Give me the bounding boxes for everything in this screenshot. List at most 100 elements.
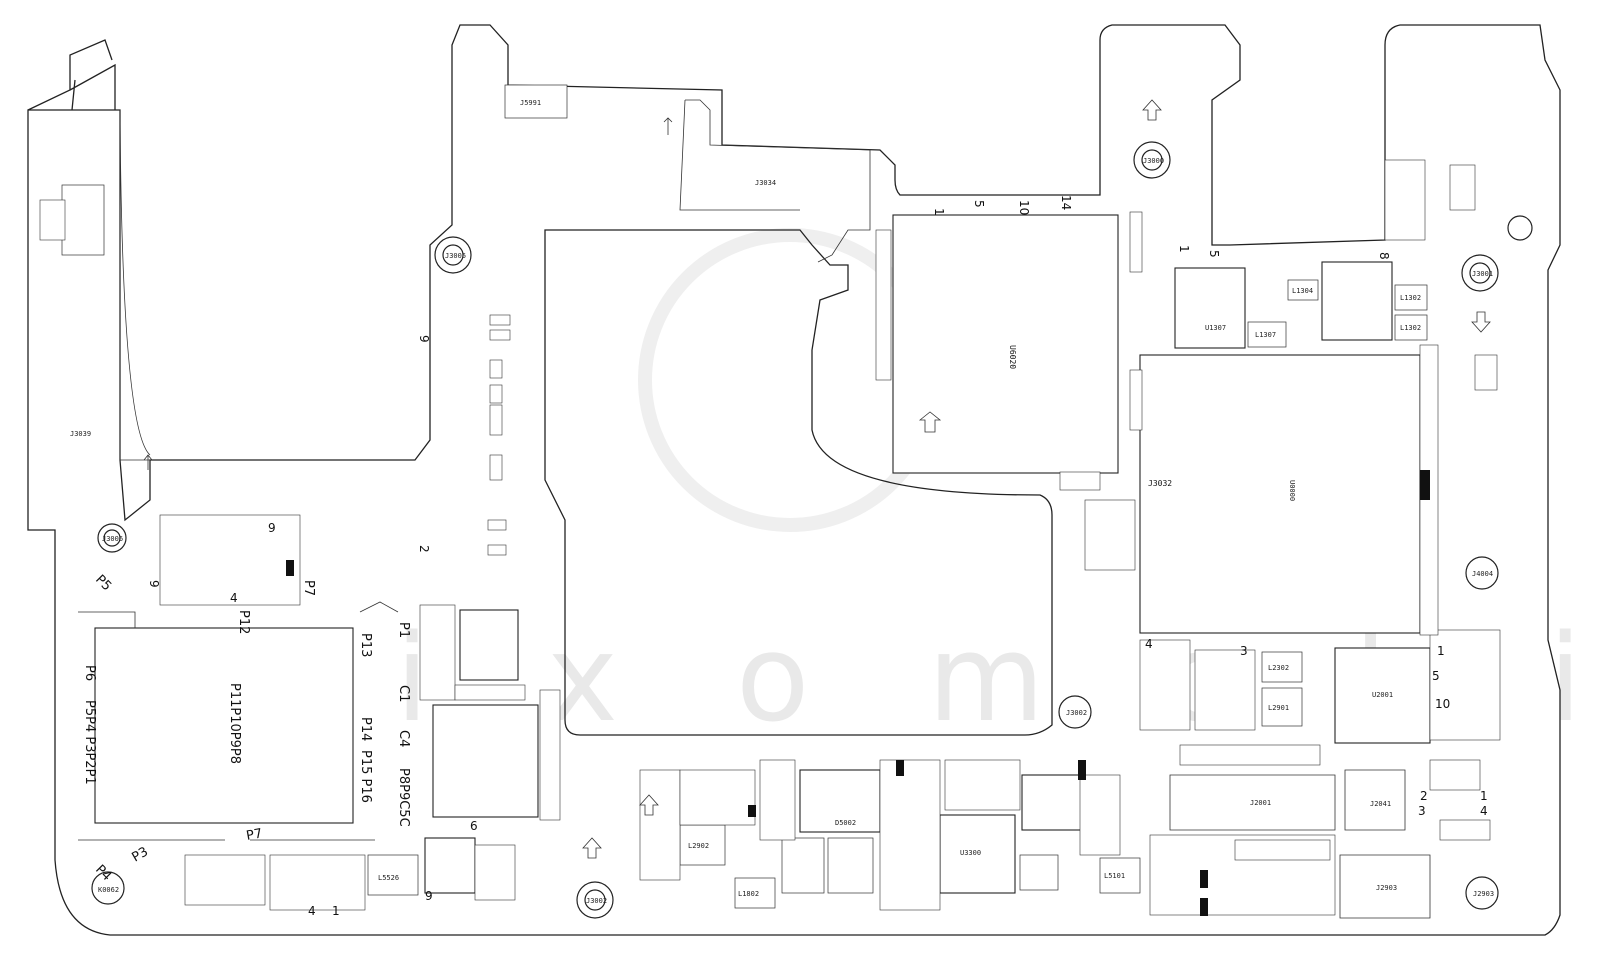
svg-text:C4: C4 [396, 730, 411, 747]
svg-text:P1: P1 [396, 622, 411, 638]
svg-text:3: 3 [1418, 804, 1426, 818]
svg-text:3: 3 [1240, 644, 1248, 658]
svg-text:J3002: J3002 [586, 897, 607, 905]
chip-U1003 [424, 837, 476, 894]
pin-numbers: 1 5 10 14 1 5 8 1 5 10 2 3 1 4 3 4 2 9 9… [147, 195, 1488, 918]
svg-text:9: 9 [268, 521, 276, 535]
label-L1302: L1302 [1400, 324, 1421, 332]
svg-text:K0062: K0062 [98, 886, 119, 894]
svg-text:1: 1 [1480, 789, 1488, 803]
chip-L2902 [679, 824, 726, 866]
chip-U1308 [1321, 261, 1393, 341]
label-J3034: J3034 [755, 179, 776, 187]
chip-U3300 [939, 814, 1016, 894]
svg-text:1: 1 [932, 208, 946, 216]
chip-L2901 [1261, 687, 1303, 727]
svg-text:P5: P5 [92, 572, 114, 594]
label-J5991: J5991 [520, 99, 541, 107]
label-U2001: U2001 [1372, 691, 1393, 699]
svg-text:9: 9 [147, 580, 161, 588]
svg-text:J2903: J2903 [1473, 890, 1494, 898]
svg-text:P14: P14 [358, 717, 373, 741]
label-J2903: J2903 [1376, 884, 1397, 892]
label-L2902: L2902 [688, 842, 709, 850]
chip-J3032 [1139, 354, 1421, 634]
svg-text:J3005: J3005 [445, 252, 466, 260]
label-J3039: J3039 [70, 430, 91, 438]
label-L2302: L2302 [1268, 664, 1289, 672]
shield-top [679, 99, 871, 263]
svg-text:4: 4 [308, 904, 316, 918]
chip-L1803 [781, 837, 825, 894]
svg-text:J3002: J3002 [1066, 709, 1087, 717]
connector-J2903 [1339, 854, 1431, 919]
sim-socket-frame [78, 601, 399, 841]
label-U6020: U6020 [1008, 345, 1017, 369]
connector-J2041 [1344, 769, 1406, 831]
svg-text:2: 2 [1420, 789, 1428, 803]
arrow-up-icon [918, 411, 942, 433]
svg-text:5: 5 [972, 200, 986, 208]
svg-text:1: 1 [1177, 245, 1191, 253]
svg-text:P6: P6 [82, 665, 97, 681]
svg-text:1: 1 [332, 904, 340, 918]
chip-L1304 [1287, 279, 1319, 301]
chip-L2302 [1261, 651, 1303, 683]
svg-text:J3006: J3006 [102, 535, 123, 543]
chip-L3002 [1019, 854, 1059, 891]
label-U3300: U3300 [960, 849, 981, 857]
label-J2041: J2041 [1370, 800, 1391, 808]
label-L5526: L5526 [378, 874, 399, 882]
chip-L1804 [827, 837, 874, 894]
svg-text:9: 9 [417, 335, 431, 343]
shield-left-upper [119, 109, 151, 461]
connector-J5991 [504, 84, 568, 119]
chip-L1302 [1394, 314, 1428, 341]
label-L1390: U1307 [1205, 324, 1226, 332]
label-L2901: L2901 [1268, 704, 1289, 712]
svg-text:C1: C1 [396, 685, 411, 702]
hole-labels: J3005 J3000 J3001 J3006 J3002 J3002 J400… [98, 157, 1494, 905]
board-outline [27, 24, 1561, 936]
svg-text:10: 10 [1017, 200, 1031, 215]
chip-L1302a [1394, 284, 1428, 311]
svg-text:P15 P16: P15 P16 [358, 750, 373, 803]
svg-text:J4004: J4004 [1472, 570, 1493, 578]
svg-text:J3001: J3001 [1472, 270, 1493, 278]
svg-text:14: 14 [1059, 195, 1073, 210]
chip-U1000 [1021, 774, 1083, 831]
label-D5002: D5002 [835, 819, 856, 827]
svg-text:P5P4 P3P2P1: P5P4 P3P2P1 [82, 700, 97, 785]
connector-J2001 [1169, 774, 1336, 831]
svg-text:4: 4 [1480, 804, 1488, 818]
svg-text:6: 6 [470, 819, 478, 833]
svg-text:4: 4 [1145, 637, 1153, 651]
chip-J8200 [459, 609, 519, 681]
dark-pads [286, 470, 1430, 916]
svg-text:J3000: J3000 [1143, 157, 1164, 165]
svg-text:P11P10P9P8: P11P10P9P8 [227, 683, 242, 764]
watermark-logo [638, 228, 942, 532]
svg-text:P7: P7 [301, 580, 316, 596]
chip-L1802 [734, 877, 776, 909]
svg-text:9: 9 [425, 889, 433, 903]
arrows [143, 99, 1491, 859]
mount-holes [91, 141, 1533, 919]
svg-text:P3: P3 [130, 844, 151, 865]
svg-text:5: 5 [1207, 250, 1221, 258]
svg-text:P8P9C5C: P8P9C5C [396, 768, 411, 827]
chip-L1307 [1247, 321, 1287, 348]
chip-L5526 [367, 854, 419, 896]
chip-U2001 [1334, 647, 1431, 744]
chip-U6020 [892, 214, 1119, 474]
chip-L1390 [1174, 267, 1246, 349]
label-J2001: J2001 [1250, 799, 1271, 807]
chip-U8200 [432, 704, 539, 818]
svg-text:P7: P7 [245, 826, 263, 844]
chip-J5095 [61, 184, 105, 256]
shield-center [544, 229, 1053, 736]
label-J3032: J3032 [1148, 479, 1172, 488]
label-L5101: L5101 [1104, 872, 1125, 880]
chip-L5101 [1099, 857, 1141, 894]
label-L1802: L1802 [738, 890, 759, 898]
